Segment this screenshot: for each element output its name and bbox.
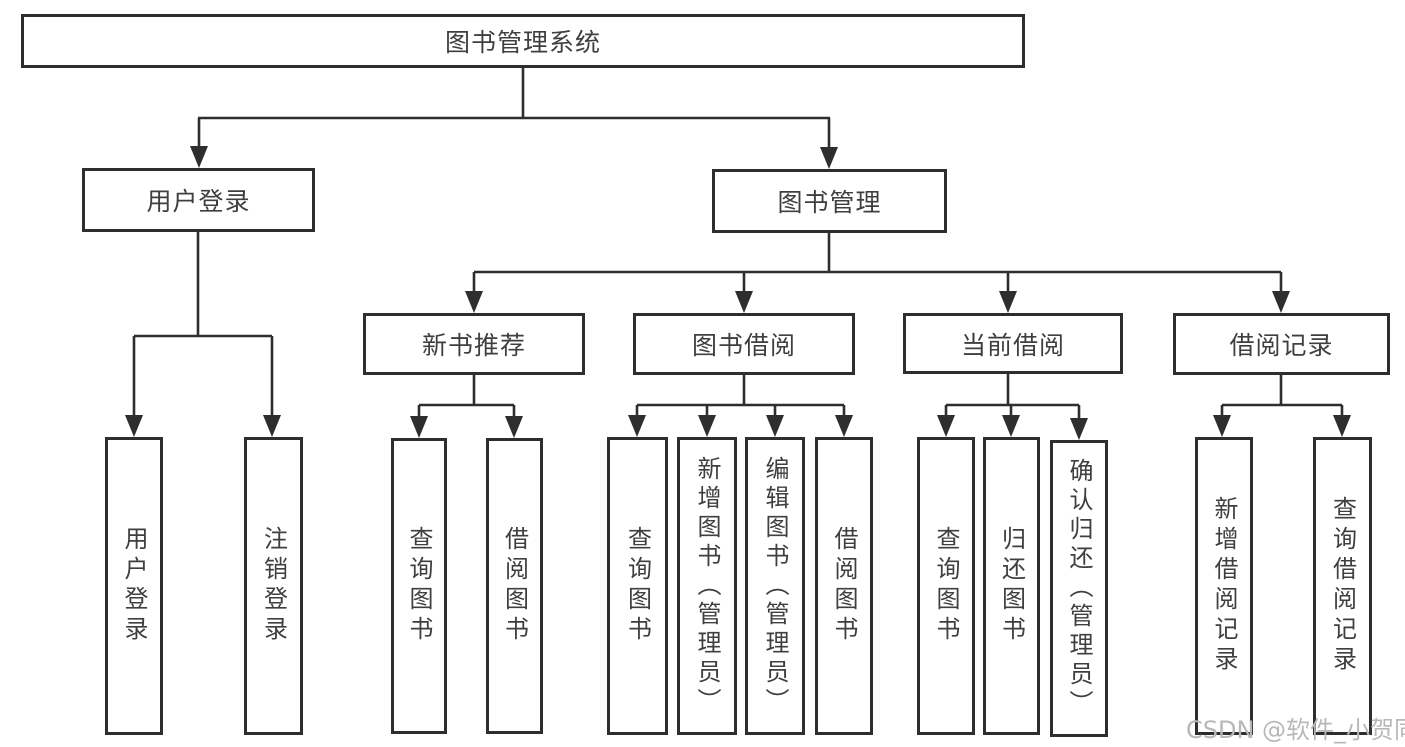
leaf-logout-login: 注销登录	[244, 437, 303, 735]
leaf-query-borrow-record-label: 查询借阅记录	[1328, 496, 1357, 676]
leaf-confirm-return-admin: 确认归还（管理员）	[1050, 440, 1108, 737]
connector-new-book-rec-to-leaves	[417, 375, 516, 417]
node-library-system-label: 图书管理系统	[444, 28, 601, 57]
node-library-system: 图书管理系统	[21, 14, 1025, 68]
node-book-management: 图书管理	[712, 169, 947, 233]
node-book-management-label: 图书管理	[777, 188, 882, 217]
leaf-query-books-borrowing: 查询图书	[607, 437, 668, 735]
leaf-add-borrow-record: 新增借阅记录	[1195, 437, 1253, 735]
leaf-confirm-return-admin-label: 确认归还（管理员）	[1065, 458, 1093, 719]
leaf-query-books-current-label: 查询图书	[932, 526, 960, 646]
leaf-return-books-label: 归还图书	[997, 526, 1026, 646]
leaf-query-books-recommend-label: 查询图书	[405, 526, 433, 646]
leaf-user-login-label: 用户登录	[120, 526, 148, 646]
csdn-watermark: CSDN @软件_小贺同学	[1186, 716, 1405, 744]
connector-root-to-level2	[197, 68, 831, 149]
node-book-borrowing-label: 图书借阅	[691, 331, 796, 360]
node-book-borrowing: 图书借阅	[633, 313, 855, 375]
leaf-borrow-books-recommend-label: 借阅图书	[500, 526, 529, 646]
connector-user-login-to-leaves	[132, 232, 274, 417]
node-borrowing-records-label: 借阅记录	[1229, 331, 1334, 360]
leaf-borrow-books-borrowing: 借阅图书	[815, 437, 873, 735]
leaf-query-books-borrowing-label: 查询图书	[623, 526, 652, 646]
leaf-borrow-books-recommend: 借阅图书	[486, 438, 543, 734]
connector-current-borrow-to-leaves	[944, 374, 1081, 419]
node-new-book-recommend-label: 新书推荐	[421, 331, 526, 360]
connector-book-borrow-to-leaves	[635, 375, 846, 416]
leaf-add-books-admin-label: 新增图书（管理员）	[693, 455, 721, 717]
leaf-query-books-recommend: 查询图书	[391, 438, 447, 734]
leaf-user-login: 用户登录	[105, 437, 163, 735]
node-user-login: 用户登录	[82, 168, 315, 232]
node-borrowing-records: 借阅记录	[1173, 313, 1390, 375]
leaf-add-borrow-record-label: 新增借阅记录	[1210, 496, 1238, 676]
connector-book-mgmt-to-level3	[472, 233, 1283, 292]
leaf-logout-login-label: 注销登录	[259, 526, 288, 646]
node-current-borrowing-label: 当前借阅	[960, 330, 1065, 360]
leaf-edit-books-admin: 编辑图书（管理员）	[745, 437, 805, 735]
leaf-borrow-books-borrowing-label: 借阅图书	[830, 526, 858, 646]
leaf-add-books-admin: 新增图书（管理员）	[677, 437, 737, 735]
leaf-return-books: 归还图书	[983, 437, 1040, 735]
leaf-query-borrow-record: 查询借阅记录	[1313, 437, 1372, 735]
connector-borrow-record-to-leaves	[1220, 375, 1344, 416]
node-current-borrowing: 当前借阅	[903, 313, 1123, 374]
node-new-book-recommend: 新书推荐	[363, 313, 585, 375]
leaf-query-books-current: 查询图书	[917, 437, 975, 735]
node-user-login-label: 用户登录	[146, 187, 251, 216]
leaf-edit-books-admin-label: 编辑图书（管理员）	[761, 455, 789, 717]
